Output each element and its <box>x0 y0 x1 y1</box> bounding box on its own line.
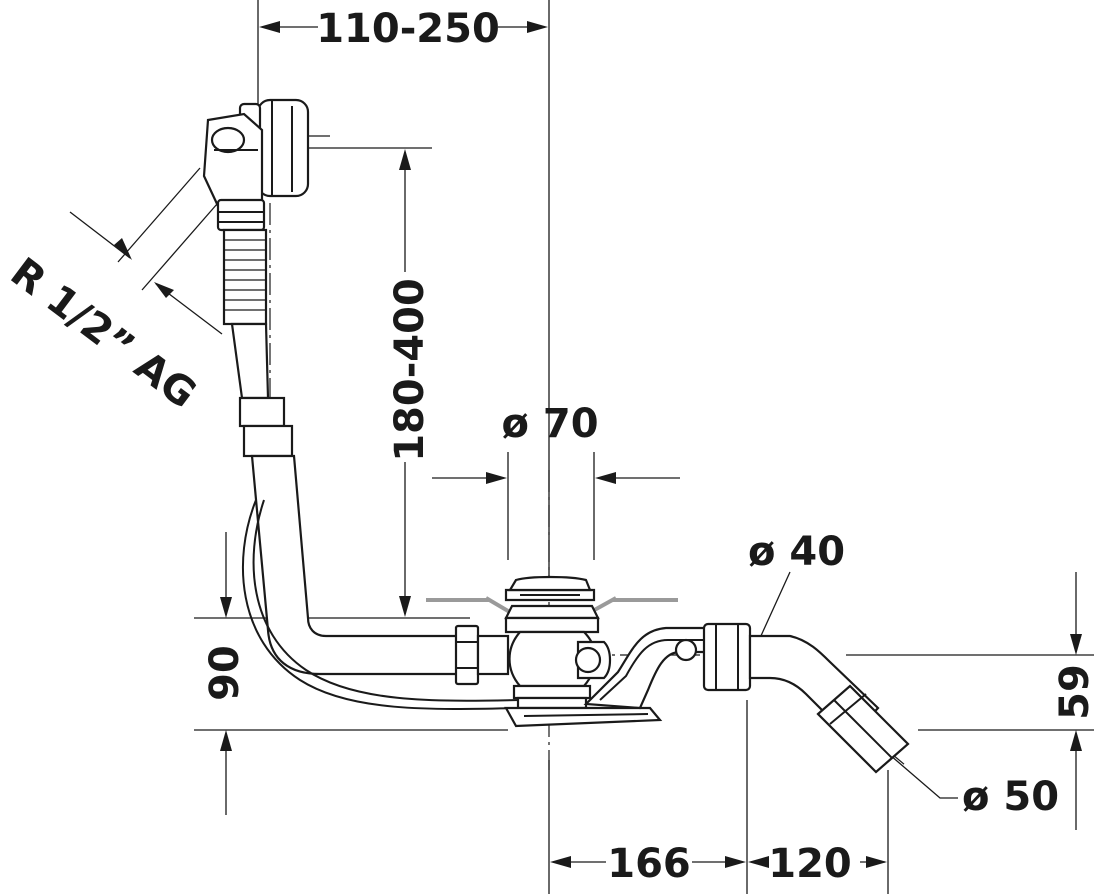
thread-label: R 1/2” AG <box>2 249 205 418</box>
dimension-top-width: 110-250 <box>259 6 548 52</box>
bowden-cable <box>241 499 521 710</box>
dimension-bottom-offsets: 166 120 <box>550 841 887 887</box>
top-width-label: 110-250 <box>316 6 500 52</box>
outlet-elbow <box>702 622 910 774</box>
dimension-drain-diameter: ø 70 <box>432 401 680 484</box>
dimension-pipe-50: ø 50 <box>889 754 1059 820</box>
offset-120-label: 120 <box>768 841 852 887</box>
pipe-50-label: ø 50 <box>962 774 1059 820</box>
dimension-pipe-40: ø 40 <box>748 529 845 639</box>
pipe-nut <box>454 624 510 686</box>
dimension-thread: R 1/2” AG <box>2 167 225 418</box>
height-90-label: 90 <box>202 645 248 701</box>
drain-valve <box>504 575 663 728</box>
dimension-height-59: 59 <box>1052 572 1098 830</box>
overflow-head <box>202 98 330 208</box>
dimension-height-90: 90 <box>202 532 248 815</box>
drain-diameter-label: ø 70 <box>501 401 598 447</box>
extension-lines <box>194 0 1094 894</box>
overflow-height-label: 180-400 <box>387 278 433 462</box>
corrugation <box>224 239 266 311</box>
height-59-label: 59 <box>1052 664 1098 720</box>
pipe-40-label: ø 40 <box>748 529 845 575</box>
dimension-overflow-height: 180-400 <box>387 149 433 617</box>
offset-166-label: 166 <box>607 841 691 887</box>
